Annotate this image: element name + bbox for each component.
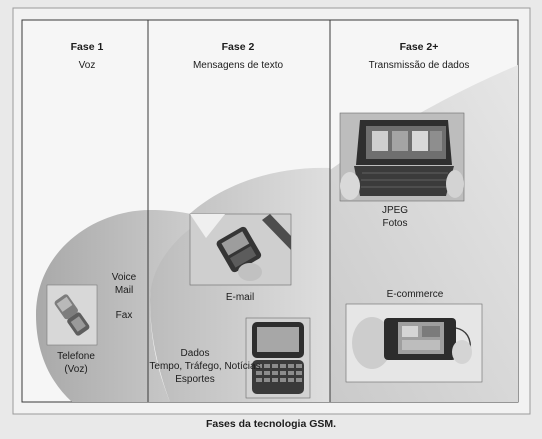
email-label: E-mail <box>225 292 255 303</box>
telefone-label-line-2: (Voz) <box>64 364 88 375</box>
voice-mail-label-line-1: Voice <box>111 272 137 283</box>
ecommerce-device-photo <box>345 303 483 383</box>
phase-3-title: Fase 2+ <box>399 41 439 53</box>
fotos-label: Fotos <box>382 218 408 229</box>
phase-1-region <box>36 210 205 402</box>
voice-mail-label-line-2: Mail <box>114 285 134 296</box>
communicator-laptop-photo <box>339 112 465 202</box>
dados-label-line-1: Dados <box>180 348 210 359</box>
phase-1-title: Fase 1 <box>70 41 104 53</box>
flip-phone-photo <box>46 284 98 346</box>
jpeg-label: JPEG <box>381 205 409 216</box>
ecommerce-label: E-commerce <box>386 289 444 300</box>
phase-1-subtitle: Voz <box>78 60 96 71</box>
phase-2-title: Fase 2 <box>221 41 255 53</box>
phase-2-subtitle: Mensagens de texto <box>192 60 284 71</box>
email-device-photo <box>189 213 292 286</box>
dados-label-line-2: Tempo, Tráfego, Notícias <box>149 361 261 372</box>
phase-3-subtitle: Transmissão de dados <box>368 60 470 71</box>
dados-label-line-3: Esportes <box>175 374 215 385</box>
figure-caption: Fases da tecnologia GSM. <box>205 418 337 430</box>
organizer-phone-photo <box>245 317 311 399</box>
telefone-label-line-1: Telefone <box>57 351 95 362</box>
fax-label: Fax <box>115 310 133 321</box>
